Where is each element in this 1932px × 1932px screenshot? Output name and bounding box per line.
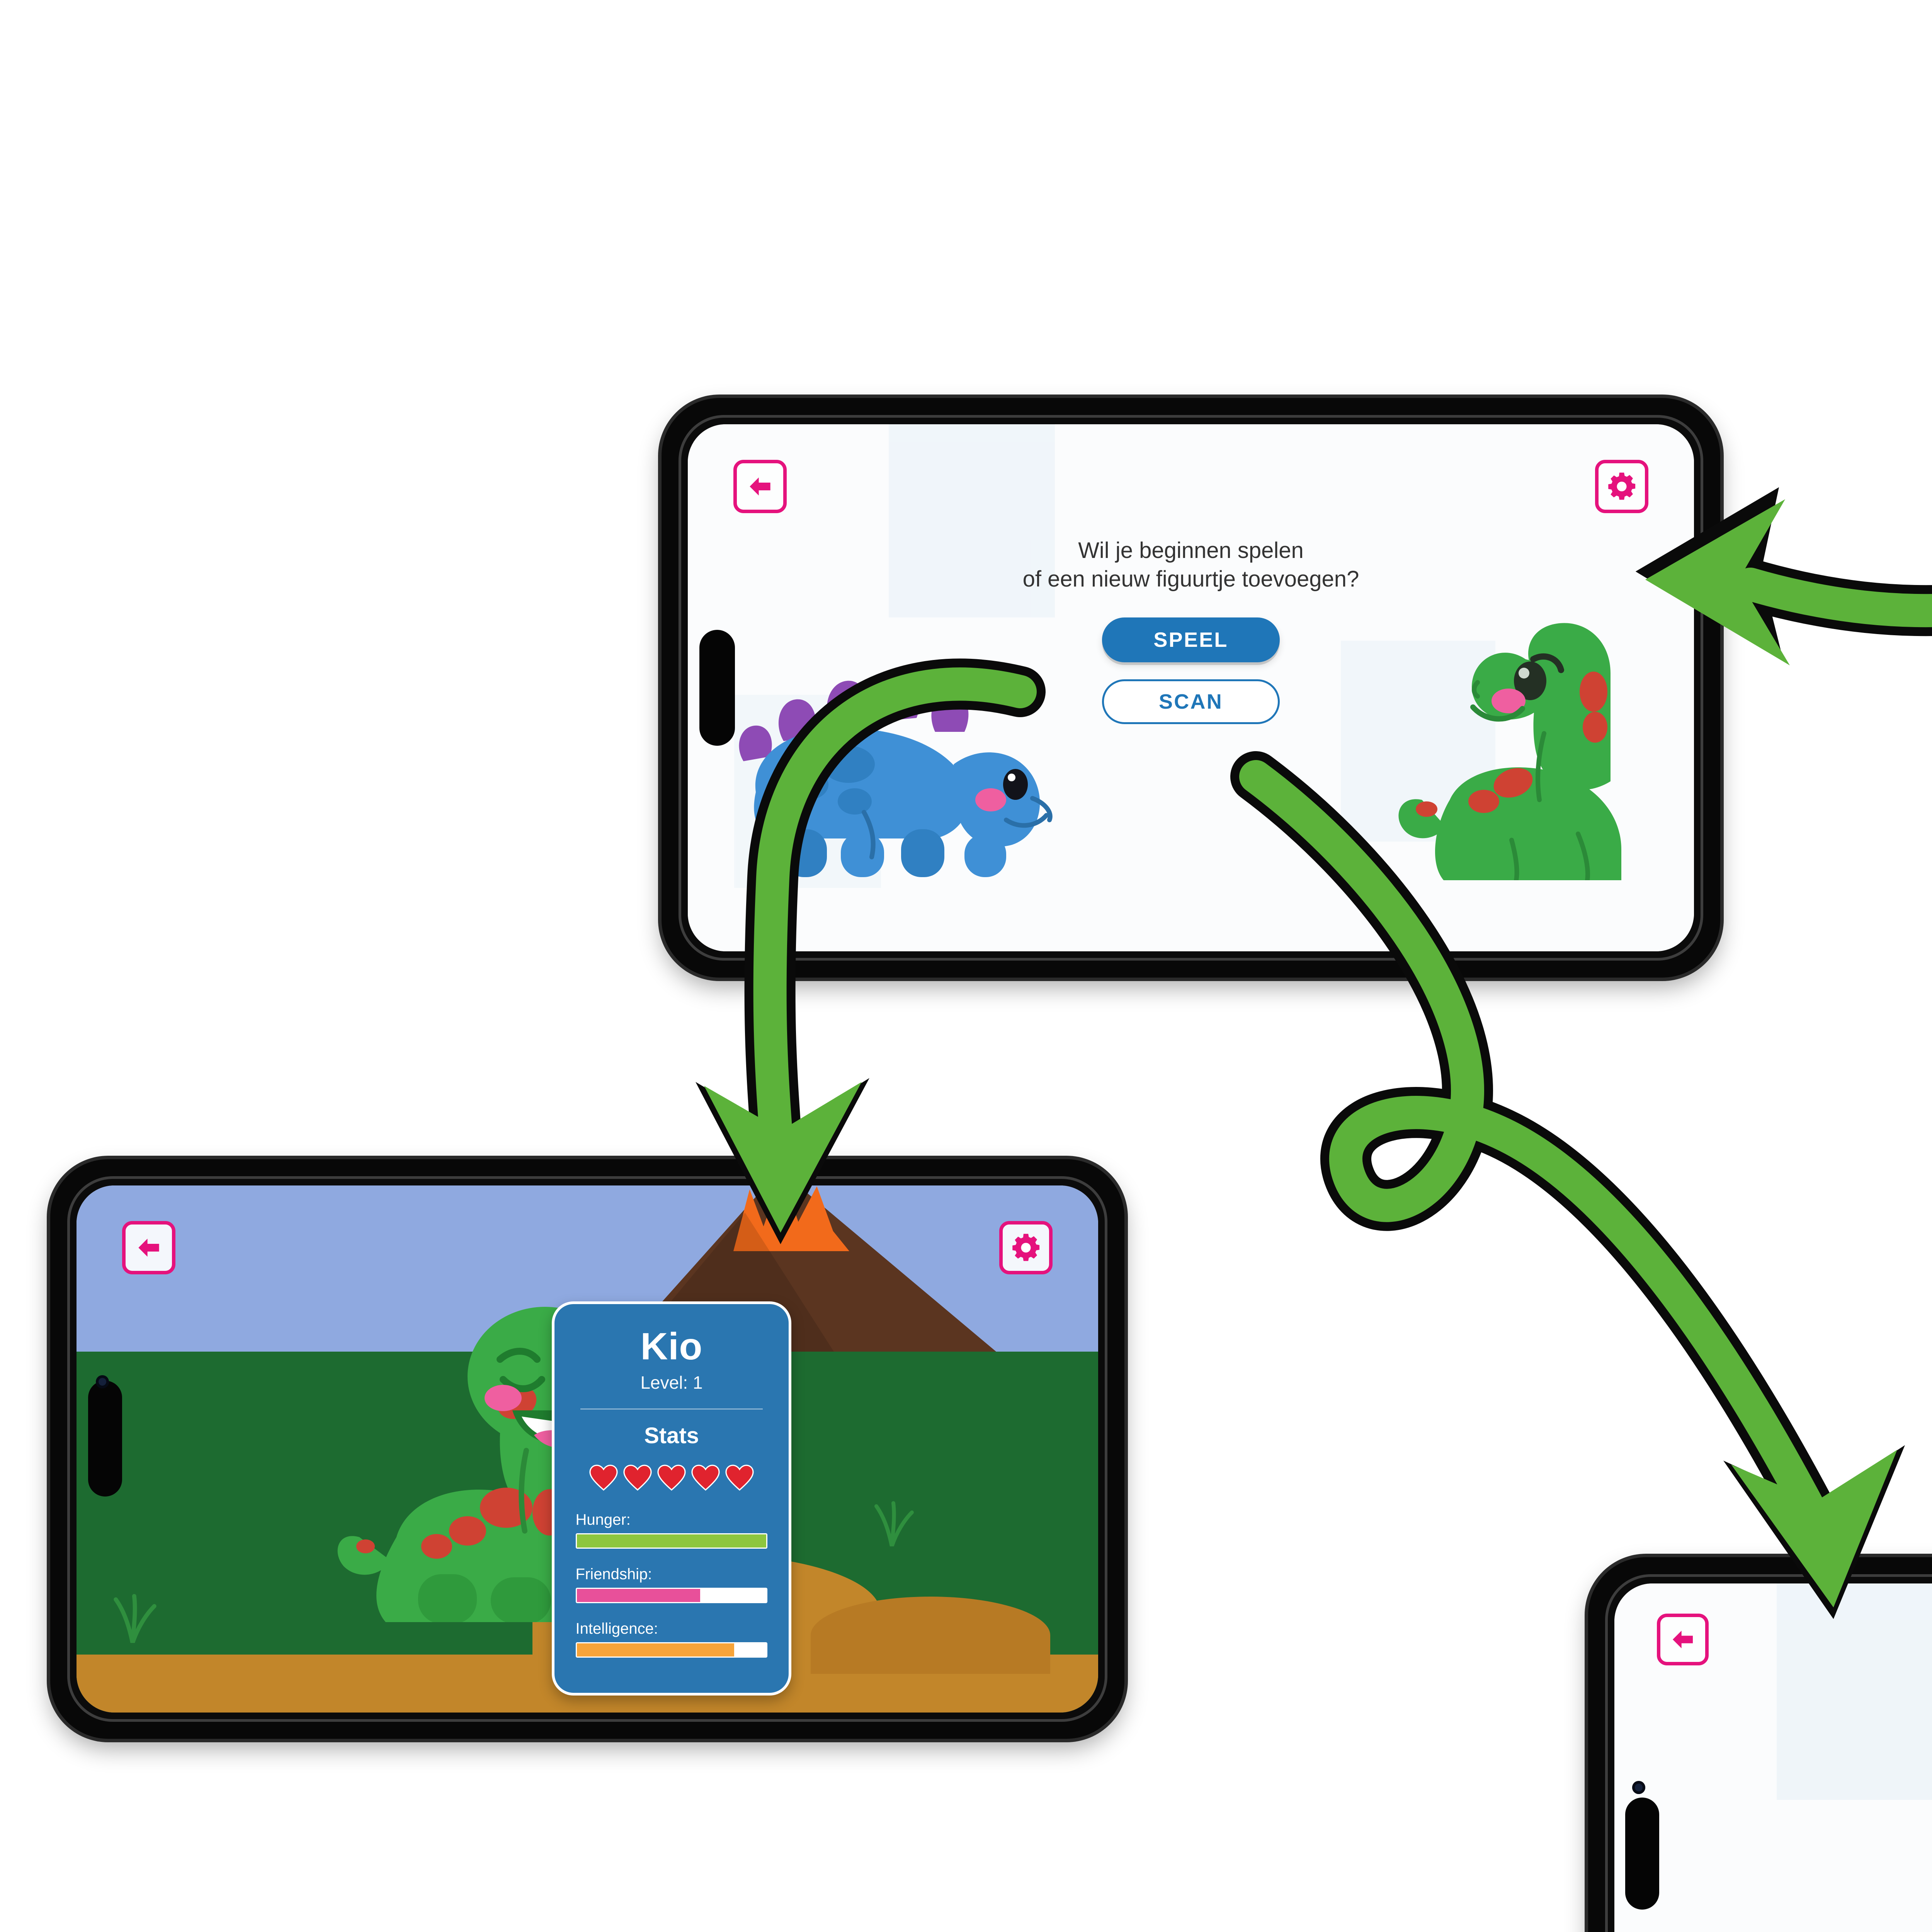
stat-label-intelligence: Intelligence: xyxy=(575,1620,658,1637)
heart-icon xyxy=(623,1464,652,1491)
scan-subtitle: Hou de QR-code voor de camera om je nieu… xyxy=(1614,1723,1932,1772)
stat-bar-fill xyxy=(577,1589,700,1602)
back-arrow-icon xyxy=(138,1238,159,1257)
gear-icon xyxy=(1608,473,1636,500)
heart-icon xyxy=(589,1464,618,1491)
stat-label-friendship: Friendship: xyxy=(575,1566,652,1583)
dynamic-island xyxy=(88,1380,122,1497)
speel-button-label: SPEEL xyxy=(1153,628,1228,651)
stat-bar-fill xyxy=(577,1534,767,1548)
stats-card: Kio Level: 1 Stats Hunger: xyxy=(552,1301,791,1696)
health-hearts xyxy=(588,1464,755,1491)
stat-bar-hunger xyxy=(575,1533,768,1549)
heart-icon xyxy=(657,1464,686,1491)
front-camera xyxy=(1632,1781,1645,1794)
phone-main-menu: Wil je beginnen spelen of een nieuw figu… xyxy=(662,398,1720,978)
menu-question-line1: Wil je beginnen spelen xyxy=(1078,538,1304,563)
scene-mound-2 xyxy=(811,1597,1050,1674)
scan-subtitle-line1: Hou de QR-code voor de camera xyxy=(1614,1723,1932,1747)
stat-bar-intelligence xyxy=(575,1642,768,1658)
scan-subtitle-line2: om je nieuwe dino te ontgrendelen. xyxy=(1614,1747,1932,1772)
stats-heading: Stats xyxy=(644,1423,699,1448)
grass-tuft-left xyxy=(114,1594,156,1643)
scan-button-label: SCAN xyxy=(1159,690,1223,713)
menu-screen: Wil je beginnen spelen of een nieuw figu… xyxy=(688,424,1694,951)
menu-question-line2: of een nieuw figuurtje toevoegen? xyxy=(1022,566,1359,592)
stat-row-hunger: Hunger: xyxy=(575,1511,768,1549)
settings-button[interactable] xyxy=(999,1221,1053,1274)
back-button[interactable] xyxy=(122,1221,175,1274)
phone-scan: SCANNEN Hou de QR-code voor de camera om… xyxy=(1588,1557,1932,1932)
grass-tuft-right xyxy=(874,1501,914,1546)
pet-level: Level: 1 xyxy=(640,1372,703,1393)
dynamic-island xyxy=(699,630,735,746)
phone-bezel: Wil je beginnen spelen of een nieuw figu… xyxy=(679,415,1703,961)
game-screen: Kio Level: 1 Stats Hunger: xyxy=(77,1185,1098,1713)
back-button[interactable] xyxy=(1657,1614,1709,1665)
paw-print-bg-1 xyxy=(1770,1583,1932,1800)
phone-bezel: SCANNEN Hou de QR-code voor de camera om… xyxy=(1605,1574,1932,1932)
back-button[interactable] xyxy=(733,460,787,513)
paw-print-bg-1 xyxy=(883,424,1055,617)
front-camera xyxy=(96,1375,109,1389)
pet-name: Kio xyxy=(640,1325,703,1367)
character-brontosaurus xyxy=(1393,617,1671,883)
scan-screen: SCANNEN Hou de QR-code voor de camera om… xyxy=(1614,1583,1932,1932)
menu-question: Wil je beginnen spelen of een nieuw figu… xyxy=(688,536,1694,594)
heart-icon xyxy=(725,1464,754,1491)
scan-button[interactable]: SCAN xyxy=(1102,679,1280,724)
speel-button[interactable]: SPEEL xyxy=(1102,617,1280,662)
stat-row-friendship: Friendship: xyxy=(575,1566,768,1603)
heart-icon xyxy=(691,1464,720,1491)
stat-bar-fill xyxy=(577,1643,734,1656)
back-arrow-icon xyxy=(750,477,770,496)
dynamic-island xyxy=(1625,1797,1659,1910)
settings-button[interactable] xyxy=(1595,460,1648,513)
stat-bar-friendship xyxy=(575,1588,768,1603)
stat-label-hunger: Hunger: xyxy=(575,1511,631,1528)
stats-divider xyxy=(580,1408,763,1410)
gear-icon xyxy=(1012,1234,1040,1261)
phone-game-play: Kio Level: 1 Stats Hunger: xyxy=(50,1159,1124,1739)
back-arrow-icon xyxy=(1673,1631,1693,1648)
character-stegosaurus xyxy=(703,641,1074,880)
stat-row-intelligence: Intelligence: xyxy=(575,1620,768,1658)
phone-bezel: Kio Level: 1 Stats Hunger: xyxy=(67,1176,1107,1722)
